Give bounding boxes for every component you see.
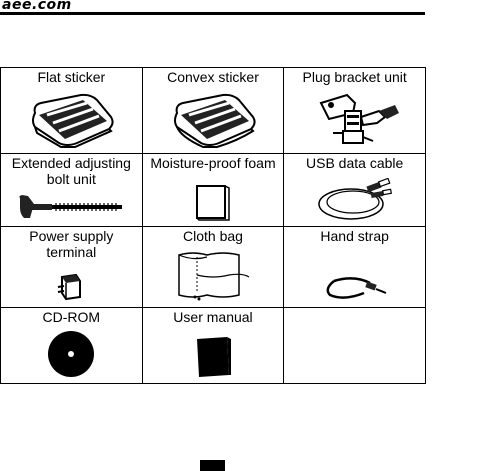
header-rule bbox=[0, 12, 425, 15]
flat-sticker-icon bbox=[25, 91, 117, 149]
accessory-label: Hand strap bbox=[284, 228, 425, 245]
usb-cable-icon bbox=[315, 178, 395, 222]
user-manual-icon bbox=[193, 335, 233, 379]
accessory-label: CD-ROM bbox=[1, 309, 142, 326]
cd-rom-icon bbox=[46, 329, 96, 379]
bolt-icon bbox=[16, 192, 126, 222]
accessory-cell-usb-data-cable: USB data cable bbox=[284, 154, 426, 227]
accessory-cell-convex-sticker: Convex sticker bbox=[142, 68, 284, 154]
accessory-cell-extended-bolt-unit: Extended adjusting bolt unit bbox=[1, 154, 143, 227]
accessory-cell-hand-strap: Hand strap bbox=[284, 227, 426, 308]
accessory-label: Power supply terminal bbox=[1, 228, 142, 260]
table-row: Flat sticker Convex sticker bbox=[1, 68, 426, 154]
accessory-label: Moisture-proof foam bbox=[143, 155, 284, 172]
accessory-label: Flat sticker bbox=[1, 69, 142, 86]
accessory-label: Plug bracket unit bbox=[284, 69, 425, 86]
accessory-label: Extended adjusting bolt unit bbox=[1, 155, 142, 187]
accessory-label: Convex sticker bbox=[143, 69, 284, 86]
power-adapter-icon bbox=[56, 271, 86, 303]
accessory-label: USB data cable bbox=[284, 155, 425, 172]
accessory-label: User manual bbox=[143, 309, 284, 326]
foam-icon bbox=[193, 182, 233, 222]
accessory-cell-user-manual: User manual bbox=[142, 308, 284, 384]
hand-strap-icon bbox=[320, 271, 390, 303]
table-row: Extended adjusting bolt unit Moisture-pr… bbox=[1, 154, 426, 227]
accessories-table: Flat sticker Convex sticker bbox=[0, 67, 426, 384]
page-number-tab bbox=[200, 460, 225, 471]
cloth-bag-icon bbox=[173, 247, 253, 303]
table-row: Power supply terminal Cloth bag bbox=[1, 227, 426, 308]
accessory-cell-cd-rom: CD-ROM bbox=[1, 308, 143, 384]
convex-sticker-icon bbox=[167, 91, 259, 149]
plug-bracket-icon bbox=[307, 89, 403, 149]
accessory-label: Cloth bag bbox=[143, 228, 284, 245]
accessory-cell-empty bbox=[284, 308, 426, 384]
accessory-cell-plug-bracket-unit: Plug bracket unit bbox=[284, 68, 426, 154]
accessory-cell-power-supply-terminal: Power supply terminal bbox=[1, 227, 143, 308]
accessory-cell-moisture-proof-foam: Moisture-proof foam bbox=[142, 154, 284, 227]
table-row: CD-ROM User manual bbox=[1, 308, 426, 384]
accessory-cell-flat-sticker: Flat sticker bbox=[1, 68, 143, 154]
accessory-cell-cloth-bag: Cloth bag bbox=[142, 227, 284, 308]
